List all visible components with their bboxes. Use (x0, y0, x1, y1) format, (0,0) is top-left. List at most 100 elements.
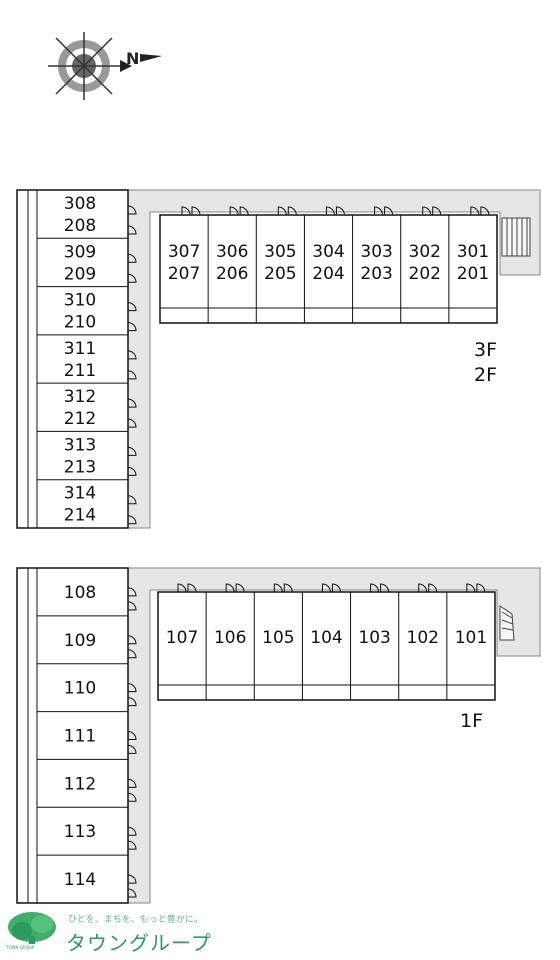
unit-cell: 104 (301, 583, 343, 700)
door-icon (127, 273, 137, 283)
door-icon (127, 322, 137, 332)
floor-label-2f: 2F (474, 364, 497, 386)
unit-cell: 113 (37, 806, 137, 850)
unit-number: 103 (358, 628, 390, 648)
unit-number-upper: 304 (312, 242, 344, 262)
unit-cell: 112 (37, 758, 137, 802)
door-icon (321, 583, 331, 593)
door-icon (127, 601, 137, 611)
unit-cell: 110 (37, 663, 137, 707)
upper-corridor (127, 189, 541, 529)
door-icon (127, 792, 137, 802)
door-icon (476, 583, 486, 593)
unit-number-lower: 201 (457, 264, 489, 284)
door-icon (127, 225, 137, 235)
stairs-icon (499, 605, 515, 641)
door-icon (127, 253, 137, 263)
unit-cell: 111 (37, 711, 137, 754)
door-icon (127, 840, 137, 850)
door-icon (127, 350, 137, 360)
door-icon (235, 583, 245, 593)
door-icon (127, 418, 137, 428)
compass-label: N (126, 49, 139, 68)
door-icon (225, 583, 235, 593)
brand-logo-caption: TOWN GROUP (6, 945, 35, 950)
door-icon (127, 466, 137, 476)
door-icon (127, 778, 137, 788)
unit-number-upper: 309 (64, 242, 96, 262)
door-icon (277, 206, 287, 216)
door-icon (127, 826, 137, 836)
door-icon (466, 583, 476, 593)
door-icon (127, 370, 137, 380)
floor-label-3f: 3F (474, 339, 497, 361)
unit-number: 111 (64, 727, 96, 747)
town-group-logo-icon (8, 912, 56, 944)
unit-number-upper: 305 (264, 242, 296, 262)
unit-number-lower: 202 (409, 264, 441, 284)
floor-label-1f: 1F (460, 710, 483, 732)
unit-number-upper: 302 (409, 242, 441, 262)
door-icon (283, 583, 293, 593)
door-icon (127, 205, 137, 215)
unit-number-lower: 205 (264, 264, 296, 284)
unit-cell: 106 (205, 583, 246, 700)
unit-number: 108 (64, 583, 96, 603)
door-icon (127, 649, 137, 659)
unit-cell: 103 (350, 583, 391, 700)
unit-number-lower: 206 (216, 264, 248, 284)
unit-number: 101 (455, 628, 487, 648)
unit-cell: 107 (166, 583, 198, 648)
door-icon (127, 697, 137, 707)
unit-number-lower: 213 (64, 457, 96, 477)
door-icon (127, 446, 137, 456)
unit-number: 107 (166, 628, 198, 648)
door-icon (380, 583, 390, 593)
unit-number-upper: 308 (64, 194, 96, 214)
door-icon (374, 206, 384, 216)
unit-number-lower: 212 (64, 409, 96, 429)
unit-number-upper: 306 (216, 242, 248, 262)
door-icon (127, 515, 137, 525)
door-icon (127, 398, 137, 408)
unit-number: 104 (310, 628, 342, 648)
unit-number-upper: 312 (64, 387, 96, 407)
door-icon (422, 206, 432, 216)
door-icon (480, 206, 490, 216)
door-icon (187, 583, 197, 593)
door-icon (287, 206, 297, 216)
unit-number-upper: 307 (168, 242, 200, 262)
door-icon (127, 888, 137, 898)
unit-number-upper: 313 (64, 435, 96, 455)
unit-number-lower: 207 (168, 264, 200, 284)
unit-number-lower: 214 (64, 506, 96, 526)
unit-number: 102 (407, 628, 439, 648)
unit-number-lower: 211 (64, 361, 96, 381)
unit-cell: 114 (37, 854, 137, 898)
unit-number-upper: 301 (457, 242, 489, 262)
unit-number-upper: 311 (64, 339, 96, 359)
door-icon (127, 744, 137, 754)
brand-tagline: ひとを、まちを、もっと豊かに。 (68, 915, 203, 925)
unit-number-lower: 203 (360, 264, 392, 284)
compass-rose-icon (48, 32, 132, 100)
unit-number: 113 (64, 822, 96, 842)
unit-number-upper: 310 (64, 291, 96, 311)
unit-number: 106 (214, 628, 246, 648)
door-icon (370, 583, 380, 593)
ground-corridor (127, 567, 541, 904)
unit-number: 110 (64, 679, 96, 699)
door-icon (325, 206, 335, 216)
door-icon (127, 635, 137, 645)
